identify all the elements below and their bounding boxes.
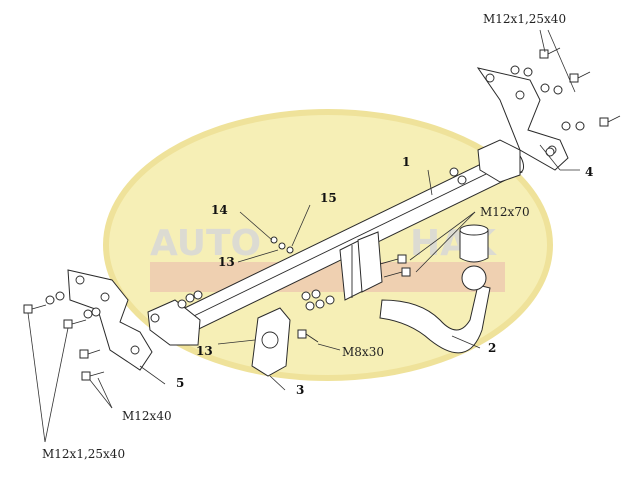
part-number-13-upper: 13	[218, 255, 235, 269]
part-number-3: 3	[296, 383, 304, 397]
part-number-1: 1	[402, 155, 410, 169]
labels: M12x1,25x40 1 4 15 14 M12x70 13 2 13 M8x…	[42, 12, 593, 461]
label-left-lower-bolt: M12x40	[122, 409, 172, 423]
cross-tube	[147, 139, 525, 346]
bolts	[23, 47, 621, 381]
part-number-14: 14	[211, 203, 228, 217]
ball-mount-plates	[339, 231, 383, 301]
part-number-15: 15	[320, 191, 337, 205]
part-number-13-lower: 13	[196, 344, 213, 358]
label-ball-bolt: M12x70	[480, 205, 530, 219]
part-number-4: 4	[585, 165, 593, 179]
label-socket-bolt: M8x30	[342, 345, 384, 359]
label-bottom-left-bolt: M12x1,25x40	[42, 447, 125, 461]
watermark-text-left: AUTO	[150, 223, 261, 264]
left-bracket	[67, 269, 153, 371]
leader-lines	[27, 29, 580, 443]
part-number-5: 5	[176, 376, 184, 390]
part-number-2: 2	[488, 341, 496, 355]
tow-ball	[379, 224, 491, 354]
socket-plate	[251, 307, 291, 377]
label-top-right-bolt: M12x1,25x40	[483, 12, 566, 26]
